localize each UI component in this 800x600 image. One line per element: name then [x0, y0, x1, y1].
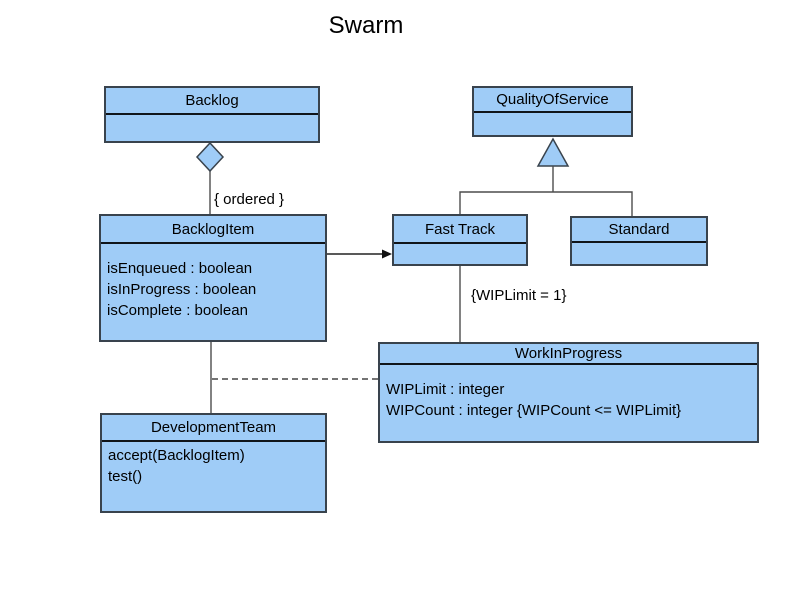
attribute: WIPCount : integer {WIPCount <= WIPLimit… [386, 402, 682, 419]
edge-label-wiplimit: {WIPLimit = 1} [471, 287, 567, 304]
generalization-triangle-icon [536, 137, 570, 167]
class-box-workinprogress: WorkInProgress WIPLimit : integer WIPCou… [378, 342, 759, 443]
class-box-backlog: Backlog [104, 86, 320, 143]
attribute: isInProgress : boolean [107, 281, 257, 298]
operation: accept(BacklogItem) [108, 447, 245, 464]
class-box-developmentteam: DevelopmentTeam accept(BacklogItem) test… [100, 413, 327, 513]
class-box-standard: Standard [570, 216, 708, 266]
class-name: QualityOfService [474, 88, 631, 113]
attribute: isEnqueued : boolean [107, 260, 253, 277]
aggregation-diamond-icon [195, 141, 225, 173]
arrowhead-icon [382, 249, 392, 259]
class-name: DevelopmentTeam [102, 415, 325, 442]
diagram-title: Swarm [328, 12, 404, 39]
operation: test() [108, 468, 143, 485]
attribute: WIPLimit : integer [386, 381, 505, 398]
class-name: Backlog [106, 88, 318, 115]
class-box-fasttrack: Fast Track [392, 214, 528, 266]
class-name: Fast Track [394, 216, 526, 244]
class-box-qualityofservice: QualityOfService [472, 86, 633, 137]
generalization-branch [459, 191, 633, 216]
class-members: accept(BacklogItem) test() [102, 442, 325, 487]
attribute: isComplete : boolean [107, 302, 248, 319]
class-name: WorkInProgress [380, 344, 757, 365]
class-name: BacklogItem [101, 216, 325, 244]
class-members: WIPLimit : integer WIPCount : integer {W… [380, 365, 757, 421]
class-name: Standard [572, 218, 706, 243]
edge-label-ordered: { ordered } [214, 191, 285, 208]
class-members: isEnqueued : boolean isInProgress : bool… [101, 244, 325, 321]
class-box-backlogitem: BacklogItem isEnqueued : boolean isInPro… [99, 214, 327, 342]
